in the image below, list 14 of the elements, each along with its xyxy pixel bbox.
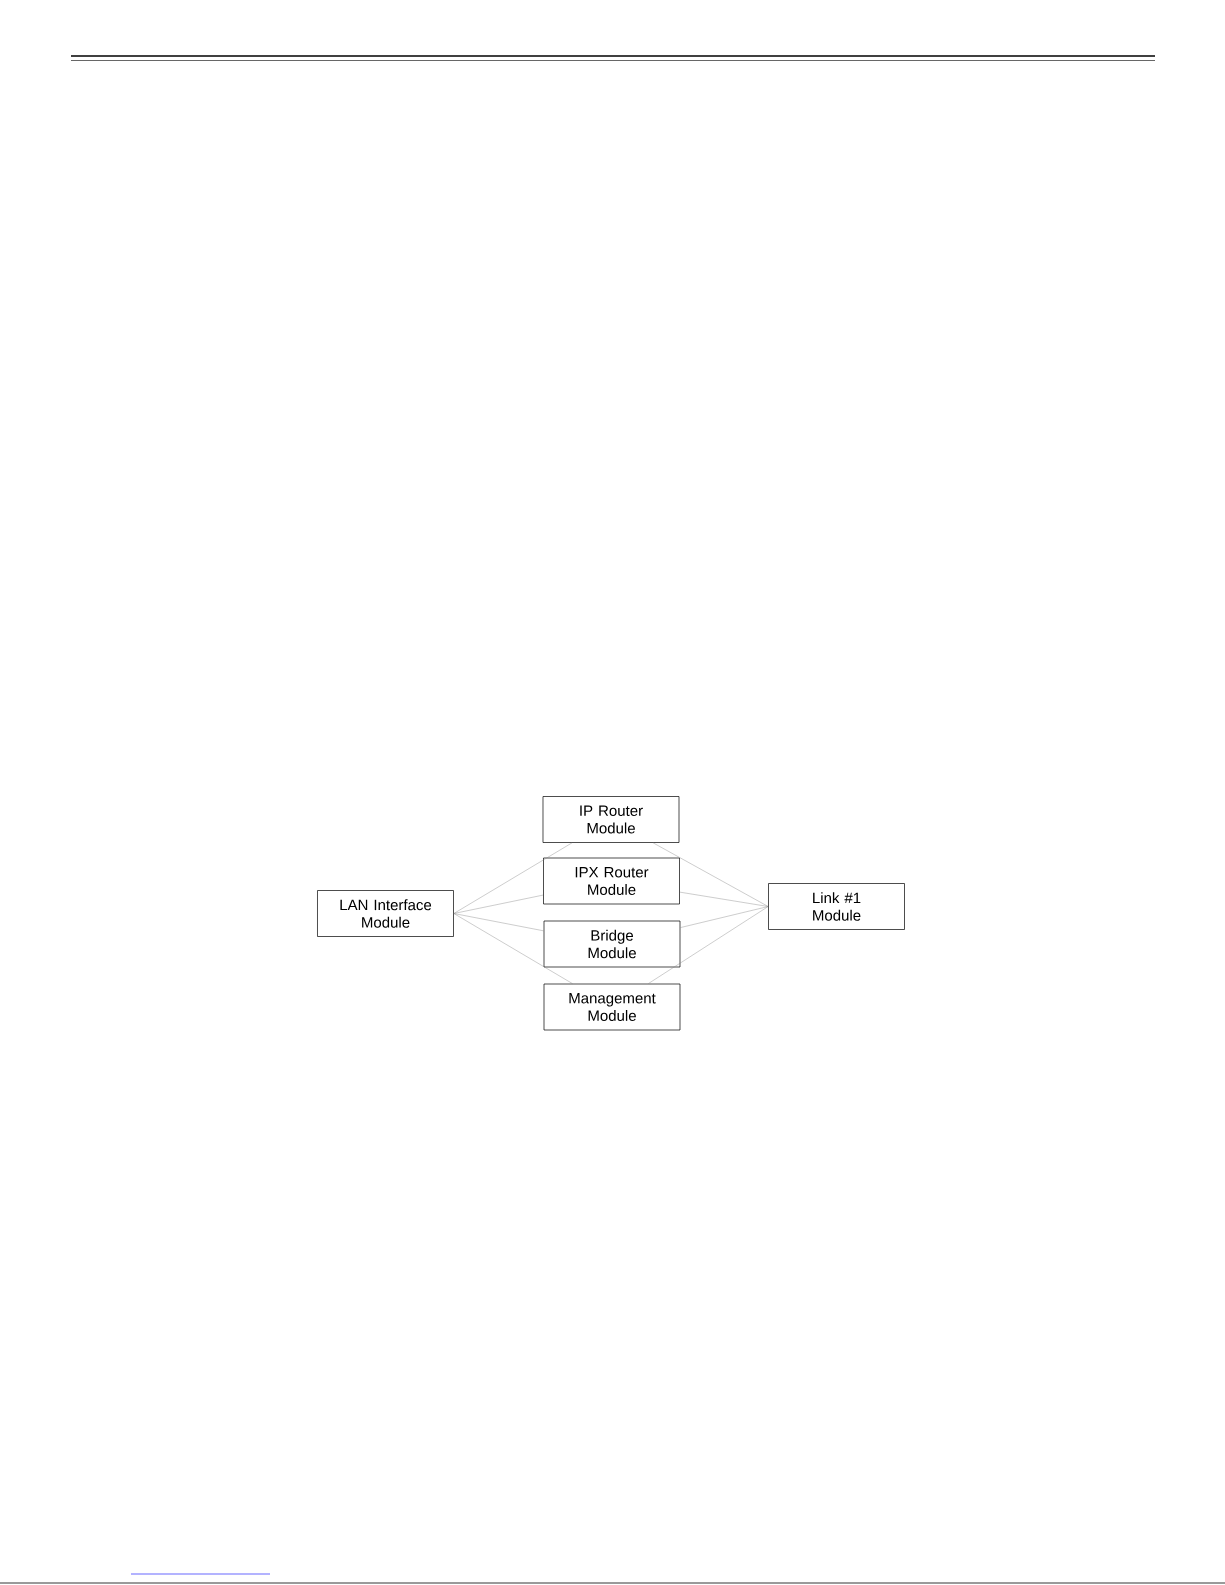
connector-line	[453, 894, 544, 914]
connector-line	[453, 913, 573, 984]
connector-line	[680, 906, 769, 928]
module-box: Management Module	[543, 983, 681, 1031]
module-box: IP Router Module	[542, 796, 680, 843]
connector-line	[648, 906, 769, 984]
module-box: LAN Interface Module	[317, 890, 454, 937]
module-box: IPX Router Module	[543, 857, 680, 905]
module-box: Bridge Module	[543, 920, 681, 968]
connector-line	[652, 842, 769, 907]
connector-line	[679, 891, 769, 907]
connector-line	[453, 913, 544, 932]
module-box: Link #1 Module	[768, 883, 905, 930]
connector-line	[453, 842, 573, 914]
